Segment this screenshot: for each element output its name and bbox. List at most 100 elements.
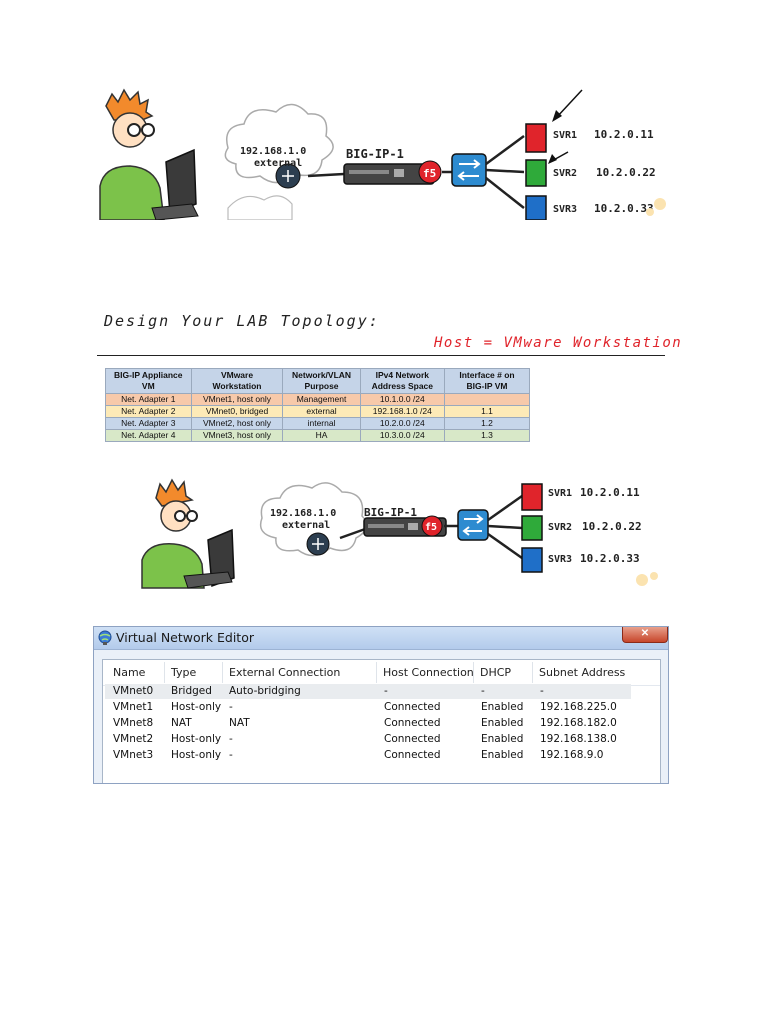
workstation-monitor bbox=[151, 148, 199, 220]
title-bar[interactable]: Virtual Network Editor ✕ bbox=[94, 627, 668, 650]
cell-name: VMnet0 bbox=[113, 685, 154, 697]
table-row: Net. Adapter 1 VMnet1, host only Managem… bbox=[105, 393, 531, 406]
network-globe-icon bbox=[98, 630, 112, 645]
network-switch bbox=[457, 509, 489, 541]
cloud-external-label: external bbox=[282, 520, 330, 531]
design-subtitle: Host = VMware Workstation bbox=[434, 335, 683, 351]
cell-purpose: Management bbox=[282, 393, 361, 406]
cloud-external-label: external bbox=[254, 158, 302, 169]
topology-diagram-middle: 192.168.1.0 external BIG-IP-1 f5 SVR1 10… bbox=[141, 478, 658, 589]
big-ip-appliance bbox=[363, 515, 447, 537]
cell-external: - bbox=[229, 701, 233, 713]
cell-subnet: 192.168.9.0 bbox=[540, 749, 604, 761]
big-ip-appliance bbox=[343, 160, 442, 185]
workstation-monitor bbox=[183, 528, 235, 589]
server-icon-svr3 bbox=[521, 547, 543, 573]
cell-type: NAT bbox=[171, 717, 192, 729]
cell-subnet: 192.168.225.0 bbox=[540, 701, 617, 713]
column-header-external[interactable]: External Connection bbox=[229, 666, 341, 679]
table-row[interactable]: VMnet1 Host-only - Connected Enabled 192… bbox=[105, 700, 631, 715]
server-icon-svr2 bbox=[525, 159, 547, 187]
cell-adapter: Net. Adapter 4 bbox=[105, 429, 192, 442]
cell-host: - bbox=[384, 685, 388, 697]
cell-external: - bbox=[229, 733, 233, 745]
cell-interface: 1.1 bbox=[443, 405, 531, 418]
server-icon-svr2 bbox=[521, 515, 543, 541]
cloud-external bbox=[224, 103, 334, 220]
cloud-subnet-label: 192.168.1.0 bbox=[240, 146, 306, 157]
table-row[interactable]: VMnet3 Host-only - Connected Enabled 192… bbox=[105, 748, 631, 763]
window-title: Virtual Network Editor bbox=[116, 630, 254, 645]
cell-adapter: Net. Adapter 3 bbox=[105, 417, 192, 430]
topology-diagram-top: 192.168.1.0 external BIG-IP-1 f5 SVR1 10… bbox=[99, 88, 666, 220]
cell-purpose: HA bbox=[282, 429, 361, 442]
server-ip-svr2: 10.2.0.22 bbox=[596, 166, 656, 179]
table-row[interactable]: VMnet8 NAT NAT Connected Enabled 192.168… bbox=[105, 716, 631, 731]
table-row: Net. Adapter 4 VMnet3, host only HA 10.3… bbox=[105, 429, 531, 442]
cell-host: Connected bbox=[384, 733, 441, 745]
cell-ipv4: 10.3.0.0 /24 bbox=[359, 429, 445, 442]
network-list[interactable]: Name Type External Connection Host Conne… bbox=[102, 659, 661, 783]
cell-dhcp: Enabled bbox=[481, 733, 524, 745]
design-title: Design Your LAB Topology: bbox=[104, 312, 380, 330]
cell-vmnet: VMnet2, host only bbox=[190, 417, 284, 430]
cell-subnet: 192.168.182.0 bbox=[540, 717, 617, 729]
cell-name: VMnet1 bbox=[113, 701, 154, 713]
table-row[interactable]: VMnet2 Host-only - Connected Enabled 192… bbox=[105, 732, 631, 747]
server-icon-svr1 bbox=[525, 123, 547, 153]
server-name-svr1: SVR1 bbox=[548, 488, 572, 499]
cell-dhcp: - bbox=[481, 685, 485, 697]
close-icon[interactable]: ✕ bbox=[622, 627, 668, 643]
cell-host: Connected bbox=[384, 749, 441, 761]
column-header-subnet[interactable]: Subnet Address bbox=[539, 666, 626, 679]
server-ip-svr1: 10.2.0.11 bbox=[580, 486, 640, 499]
cell-ipv4: 192.168.1.0 /24 bbox=[359, 405, 445, 418]
cell-dhcp: Enabled bbox=[481, 701, 524, 713]
table-row[interactable]: VMnet0 Bridged Auto-bridging - - - bbox=[105, 684, 631, 699]
column-header-type[interactable]: Type bbox=[171, 666, 197, 679]
user-illustration bbox=[141, 478, 205, 589]
cell-subnet: 192.168.138.0 bbox=[540, 733, 617, 745]
cell-purpose: external bbox=[282, 405, 361, 418]
table-row: Net. Adapter 2 VMnet0, bridged external … bbox=[105, 405, 531, 418]
cell-vmnet: VMnet0, bridged bbox=[190, 405, 284, 418]
cell-host: Connected bbox=[384, 701, 441, 713]
server-name-svr1: SVR1 bbox=[553, 130, 577, 141]
column-header-name[interactable]: Name bbox=[113, 666, 146, 679]
cell-interface: 1.2 bbox=[443, 417, 531, 430]
cell-external: Auto-bridging bbox=[229, 685, 301, 697]
cell-name: VMnet2 bbox=[113, 733, 154, 745]
cell-dhcp: Enabled bbox=[481, 749, 524, 761]
cell-host: Connected bbox=[384, 717, 441, 729]
cell-adapter: Net. Adapter 1 bbox=[105, 393, 192, 406]
cell-name: VMnet3 bbox=[113, 749, 154, 761]
server-name-svr2: SVR2 bbox=[548, 522, 572, 533]
list-header: Name Type External Connection Host Conne… bbox=[103, 660, 660, 686]
cell-dhcp: Enabled bbox=[481, 717, 524, 729]
cell-external: NAT bbox=[229, 717, 250, 729]
server-name-svr3: SVR3 bbox=[553, 204, 577, 215]
column-header-host[interactable]: Host Connection bbox=[383, 666, 474, 679]
network-switch bbox=[451, 153, 487, 187]
column-header-dhcp[interactable]: DHCP bbox=[480, 666, 512, 679]
cell-subnet: - bbox=[540, 685, 544, 697]
server-icon-svr3 bbox=[525, 195, 547, 220]
cell-vmnet: VMnet1, host only bbox=[190, 393, 284, 406]
server-ip-svr3: 10.2.0.33 bbox=[580, 552, 640, 565]
cell-interface: 1.3 bbox=[443, 429, 531, 442]
divider bbox=[97, 355, 665, 356]
cloud-subnet-label: 192.168.1.0 bbox=[270, 508, 336, 519]
server-name-svr2: SVR2 bbox=[553, 168, 577, 179]
cell-type: Host-only bbox=[171, 733, 222, 745]
big-ip-label: BIG-IP-1 bbox=[364, 506, 417, 519]
cell-adapter: Net. Adapter 2 bbox=[105, 405, 192, 418]
cell-name: VMnet8 bbox=[113, 717, 154, 729]
server-name-svr3: SVR3 bbox=[548, 554, 572, 565]
